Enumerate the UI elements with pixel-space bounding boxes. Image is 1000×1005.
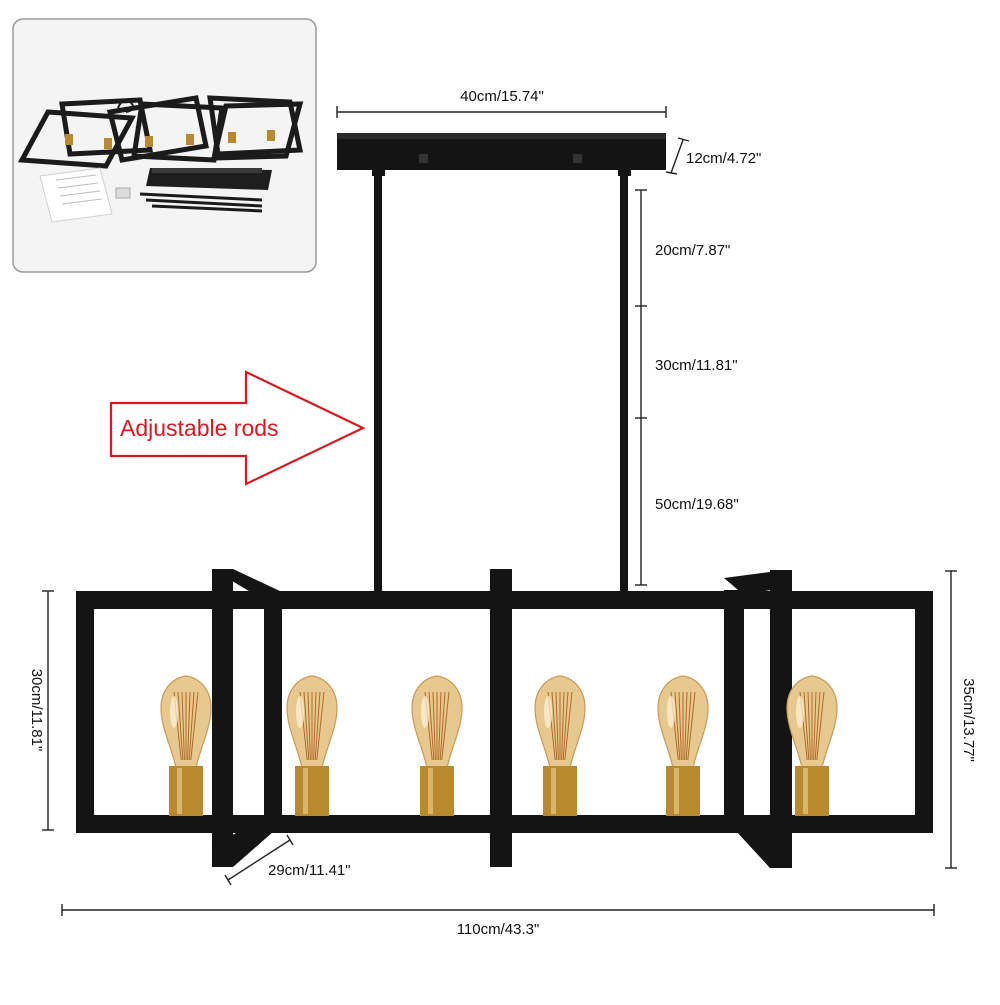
edison-bulb bbox=[411, 675, 463, 816]
brass-socket bbox=[666, 766, 700, 816]
socket-shine bbox=[674, 768, 679, 814]
bulb-highlight bbox=[796, 696, 804, 728]
thumbnail-wire-icon bbox=[117, 98, 135, 113]
thumbnail-frames-icon bbox=[17, 95, 304, 169]
canopy-width-label: 40cm/15.74" bbox=[460, 88, 544, 105]
bulb-filament bbox=[299, 691, 325, 761]
bulb-filament bbox=[547, 691, 573, 761]
bulbs-group bbox=[160, 675, 838, 816]
thumbnail-manual-icon bbox=[39, 167, 113, 223]
thumbnail-screws-icon bbox=[115, 187, 131, 199]
dimension-lines bbox=[42, 106, 957, 916]
overall-height-label: 35cm/13.77" bbox=[960, 678, 977, 762]
bulb-filament bbox=[424, 691, 450, 761]
bulb-filament bbox=[173, 691, 199, 761]
thumbnail-brass-sockets bbox=[65, 130, 275, 149]
brass-socket bbox=[169, 766, 203, 816]
package-contents-thumbnail bbox=[12, 18, 317, 273]
socket-shine bbox=[303, 768, 308, 814]
socket-shine bbox=[428, 768, 433, 814]
brass-socket bbox=[420, 766, 454, 816]
bulb-highlight bbox=[544, 696, 552, 728]
frame-height-label: 30cm/11.81" bbox=[28, 669, 45, 752]
bulb-highlight bbox=[170, 696, 178, 728]
bulb-filament bbox=[670, 691, 696, 761]
bulb-highlight bbox=[421, 696, 429, 728]
rod-segment-3-label: 50cm/19.68" bbox=[655, 496, 739, 513]
ceiling-canopy bbox=[337, 133, 666, 176]
thumbnail-rods-icon bbox=[139, 192, 263, 213]
rod-segment-2-label: 30cm/11.81" bbox=[655, 357, 738, 374]
edison-bulb bbox=[786, 675, 838, 816]
arrow-right-icon bbox=[109, 370, 366, 486]
canopy-depth-label: 12cm/4.72" bbox=[686, 150, 761, 167]
edison-bulb bbox=[657, 675, 709, 816]
edison-bulb bbox=[286, 675, 338, 816]
dimension-labels: 40cm/15.74" 12cm/4.72" 20cm/7.87" 30cm/1… bbox=[28, 88, 977, 938]
rod-segment-1-label: 20cm/7.87" bbox=[655, 242, 730, 259]
edison-bulb bbox=[534, 675, 586, 816]
socket-shine bbox=[177, 768, 182, 814]
adjustable-rods bbox=[374, 176, 628, 591]
overall-length-label: 110cm/43.3" bbox=[457, 921, 540, 938]
edison-bulb bbox=[160, 675, 212, 816]
bulb-highlight bbox=[296, 696, 304, 728]
callout-label: Adjustable rods bbox=[120, 415, 279, 441]
socket-shine bbox=[803, 768, 808, 814]
thumbnail-canopy-icon bbox=[146, 168, 272, 190]
brass-socket bbox=[295, 766, 329, 816]
adjustable-rods-callout: Adjustable rods bbox=[109, 370, 366, 486]
frame-depth-label: 29cm/11.41" bbox=[268, 862, 351, 879]
socket-shine bbox=[551, 768, 556, 814]
bulb-highlight bbox=[667, 696, 675, 728]
fixture-frame bbox=[76, 569, 933, 868]
bulb-filament bbox=[799, 691, 825, 761]
brass-socket bbox=[795, 766, 829, 816]
brass-socket bbox=[543, 766, 577, 816]
